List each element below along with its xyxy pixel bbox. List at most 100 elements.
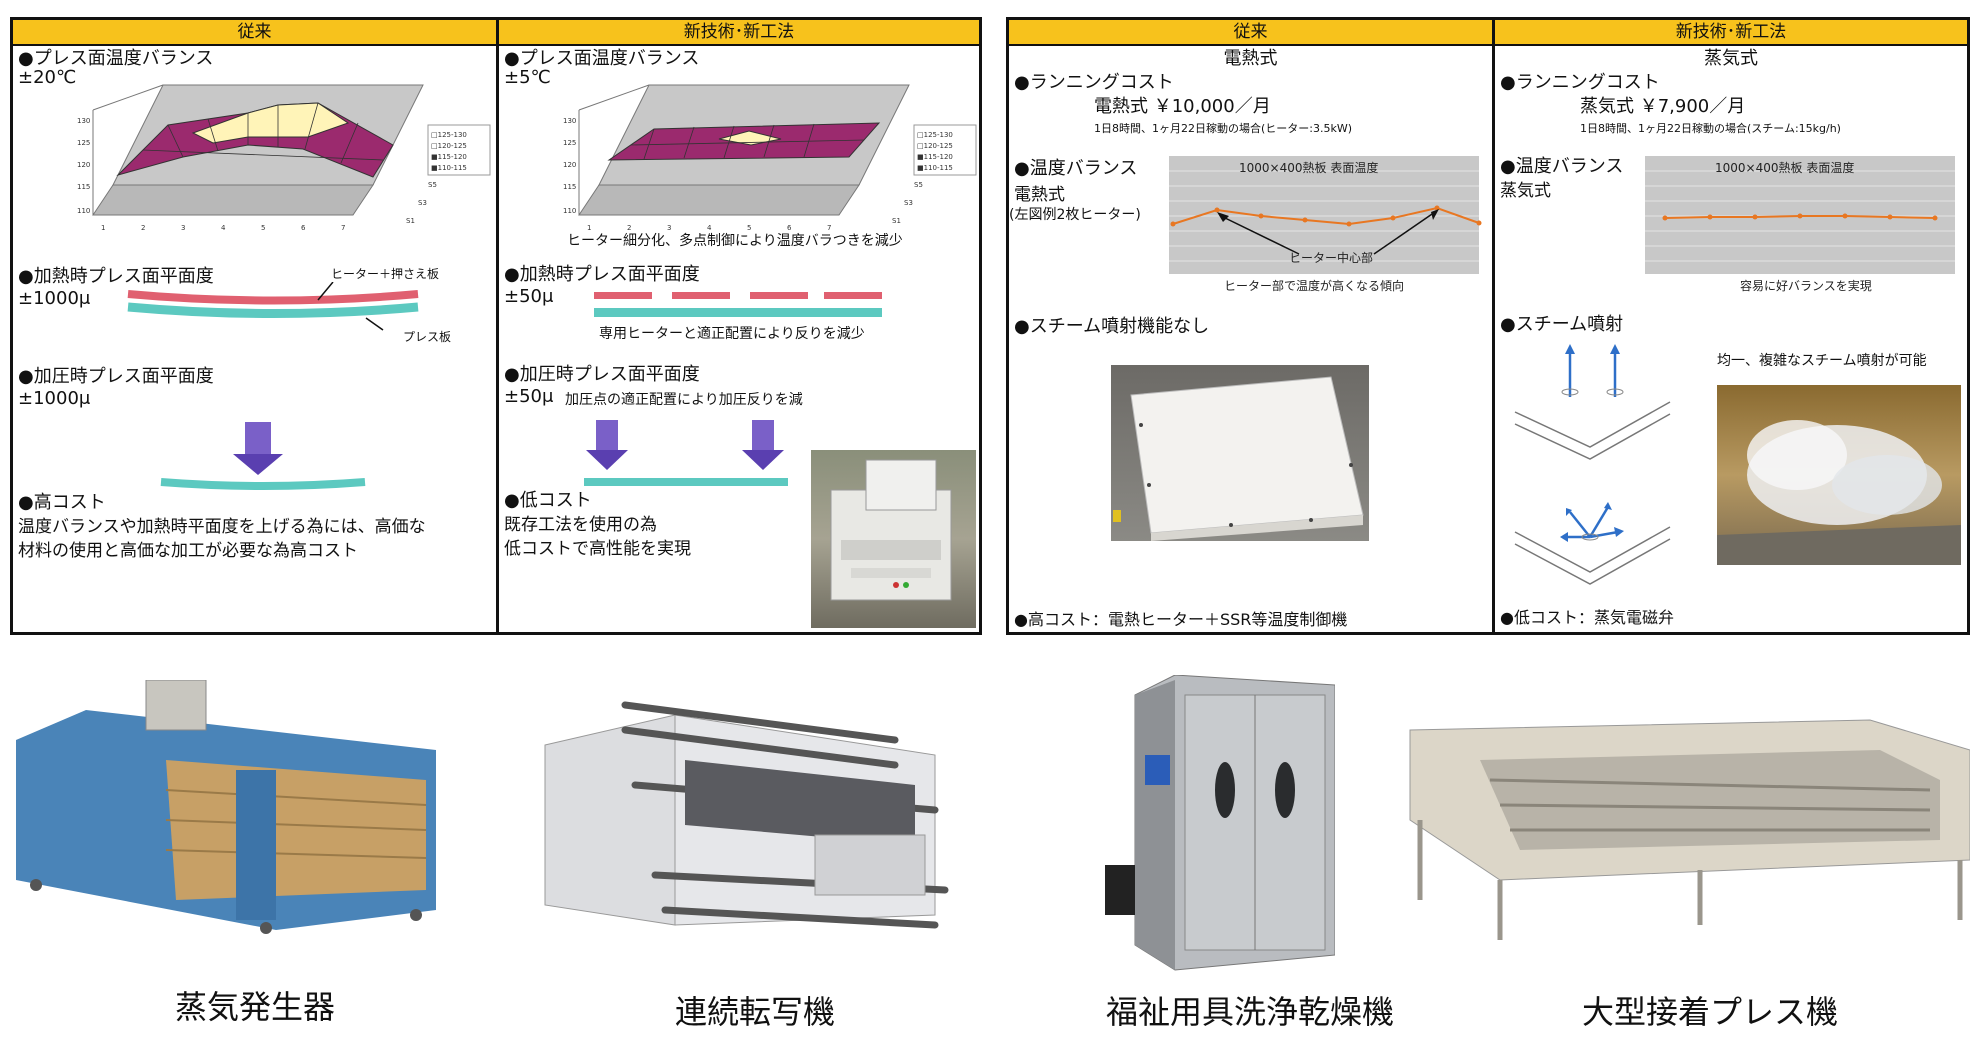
depth-label: S3	[418, 199, 427, 207]
chart-title: 1000×400熱板 表面温度	[1715, 160, 1854, 175]
press-machine-photo	[811, 450, 976, 628]
column-subheader: 電熱式	[1223, 48, 1278, 69]
temp-balance-type: 電熱式	[1014, 185, 1065, 205]
warped-plate-diagram	[127, 282, 419, 331]
chart-caption: ヒーター部で温度が高くなる傾向	[1224, 278, 1404, 293]
chart-title: 1000×400熱板 表面温度	[1239, 160, 1378, 175]
xtick: 1	[101, 224, 105, 232]
ytick: 115	[77, 183, 90, 191]
ytick: 125	[77, 139, 90, 147]
ytick: 130	[563, 117, 576, 125]
left-newtech-column: 新技術･新工法 ●プレス面温度バランス ±5℃ 130 125 120 115 …	[499, 20, 979, 632]
temp-line-chart: 1000×400熱板 表面温度 ヒーター中心部 ヒーター部で温度が高くなる傾向	[1169, 156, 1482, 293]
cost-title: ●低コスト	[504, 490, 592, 511]
running-cost-title: ●ランニングコスト	[1014, 72, 1174, 93]
temp-balance-value: ±5℃	[504, 67, 551, 88]
temp-balance-type: 蒸気式	[1500, 181, 1551, 201]
large-bonding-press-photo	[1400, 710, 1971, 945]
xtick: 2	[141, 224, 145, 232]
temp-balance-title: ●プレス面温度バランス	[18, 48, 214, 69]
product-caption: 大型接着プレス機	[1581, 993, 1838, 1031]
column-header: 新技術･新工法	[499, 20, 979, 46]
press-flatness-value: ±50μ	[504, 386, 554, 407]
legend-item: ■110-115	[431, 164, 467, 172]
chart-caption: ヒーター細分化、多点制御により温度バラつきを減少	[567, 233, 903, 249]
xtick: 6	[787, 224, 792, 232]
column-header: 新技術･新工法	[1495, 20, 1967, 46]
left-comparison-panel: 従来 ●プレス面温度バランス ±20℃ 130 125 120 115 110	[10, 17, 982, 635]
temp-balance-title: ●温度バランス	[1014, 158, 1138, 179]
plate-label: プレス板	[403, 330, 452, 344]
steam-generator-photo	[16, 679, 446, 940]
legend-item: □120-125	[431, 142, 467, 150]
column-subheader: 蒸気式	[1704, 48, 1758, 69]
xtick: 3	[181, 224, 185, 232]
temp-line-chart: 1000×400熱板 表面温度 容易に好バランスを実現	[1645, 156, 1955, 293]
cost-title: ●高コスト	[18, 492, 106, 513]
left-conventional-column: 従来 ●プレス面温度バランス ±20℃ 130 125 120 115 110	[13, 20, 499, 632]
right-conventional-column: 従来 電熱式 ●ランニングコスト 電熱式 ￥10,000／月 1日8時間、1ヶ月…	[1009, 20, 1495, 632]
running-cost-value: 電熱式 ￥10,000／月	[1094, 96, 1271, 117]
xtick: 7	[341, 224, 345, 232]
cost-title: ●低コスト：蒸気電磁弁	[1500, 608, 1674, 627]
ytick: 110	[563, 207, 576, 215]
ytick: 115	[563, 183, 576, 191]
xtick: 7	[827, 224, 831, 232]
legend-item: ■115-120	[431, 153, 467, 161]
steam-jet-photo	[1717, 385, 1961, 565]
xtick: 1	[587, 224, 591, 232]
heat-flatness-title: ●加熱時プレス面平面度	[504, 264, 700, 285]
temp-balance-value: ±20℃	[18, 67, 77, 88]
chart-caption: 容易に好バランスを実現	[1740, 278, 1872, 293]
running-cost-note: 1日8時間、1ヶ月22日稼動の場合(スチーム:15kg/h)	[1580, 122, 1841, 135]
product-caption: 福祉用具洗浄乾燥機	[1105, 993, 1394, 1031]
xtick: 6	[301, 224, 306, 232]
right-newtech-column: 新技術･新工法 蒸気式 ●ランニングコスト 蒸気式 ￥7,900／月 1日8時間…	[1495, 20, 1967, 632]
press-diagram	[160, 422, 366, 490]
running-cost-note: 1日8時間、1ヶ月22日稼動の場合(ヒーター:3.5kW)	[1094, 122, 1353, 135]
steam-title: ●スチーム噴射	[1500, 314, 1624, 335]
running-cost-title: ●ランニングコスト	[1500, 72, 1660, 93]
cost-desc-1: 温度バランスや加熱時平面度を上げる為には、高価な	[18, 517, 426, 537]
legend-item: □125-130	[917, 131, 953, 139]
depth-label: S3	[904, 199, 913, 207]
column-header: 従来	[13, 20, 496, 46]
cost-desc-1: 既存工法を使用の為	[504, 515, 657, 535]
surface-chart: 130 125 120 115 110 1 2 3 4 5 6 7 S5 S3 …	[77, 84, 491, 232]
temp-balance-title: ●プレス面温度バランス	[504, 48, 700, 69]
legend-item: ■115-120	[917, 153, 953, 161]
cost-title: ●高コスト：電熱ヒーター＋SSR等温度制御機	[1014, 610, 1348, 629]
xtick: 4	[221, 224, 226, 232]
legend-item: ■110-115	[917, 164, 953, 172]
temp-balance-example: (左図例2枚ヒーター)	[1009, 207, 1141, 223]
xtick: 5	[747, 224, 751, 232]
column-header: 従来	[1009, 20, 1492, 46]
legend-item: □120-125	[917, 142, 953, 150]
heater-label: ヒーター＋押さえ板	[331, 267, 440, 281]
ytick: 110	[77, 207, 90, 215]
heat-flatness-value: ±50μ	[504, 286, 554, 307]
heat-flatness-value: ±1000μ	[18, 288, 91, 309]
press-flatness-title: ●加圧時プレス面平面度	[18, 366, 214, 387]
running-cost-value: 蒸気式 ￥7,900／月	[1580, 96, 1746, 117]
depth-label: S5	[428, 181, 437, 189]
heater-plate-photo	[1111, 365, 1369, 541]
chart-annotation: ヒーター中心部	[1289, 250, 1373, 265]
ytick: 120	[77, 161, 90, 169]
ytick: 125	[563, 139, 576, 147]
depth-label: S1	[892, 217, 901, 225]
steam-jet-diagram	[1514, 344, 1671, 585]
ytick: 130	[77, 117, 90, 125]
xtick: 4	[707, 224, 712, 232]
xtick: 2	[627, 224, 631, 232]
right-comparison-panel: 従来 電熱式 ●ランニングコスト 電熱式 ￥10,000／月 1日8時間、1ヶ月…	[1006, 17, 1970, 635]
segmented-heater-diagram	[594, 292, 882, 317]
ytick: 120	[563, 161, 576, 169]
product-caption: 連続転写機	[674, 993, 835, 1031]
depth-label: S5	[914, 181, 923, 189]
heat-flatness-title: ●加熱時プレス面平面度	[18, 266, 214, 287]
steam-desc: 均一、複雑なスチーム噴射が可能	[1717, 353, 1927, 369]
press-flatness-value: ±1000μ	[18, 388, 91, 409]
continuous-transfer-machine-photo	[535, 675, 965, 945]
heater-caption: 専用ヒーターと適正配置により反りを減少	[599, 326, 865, 342]
